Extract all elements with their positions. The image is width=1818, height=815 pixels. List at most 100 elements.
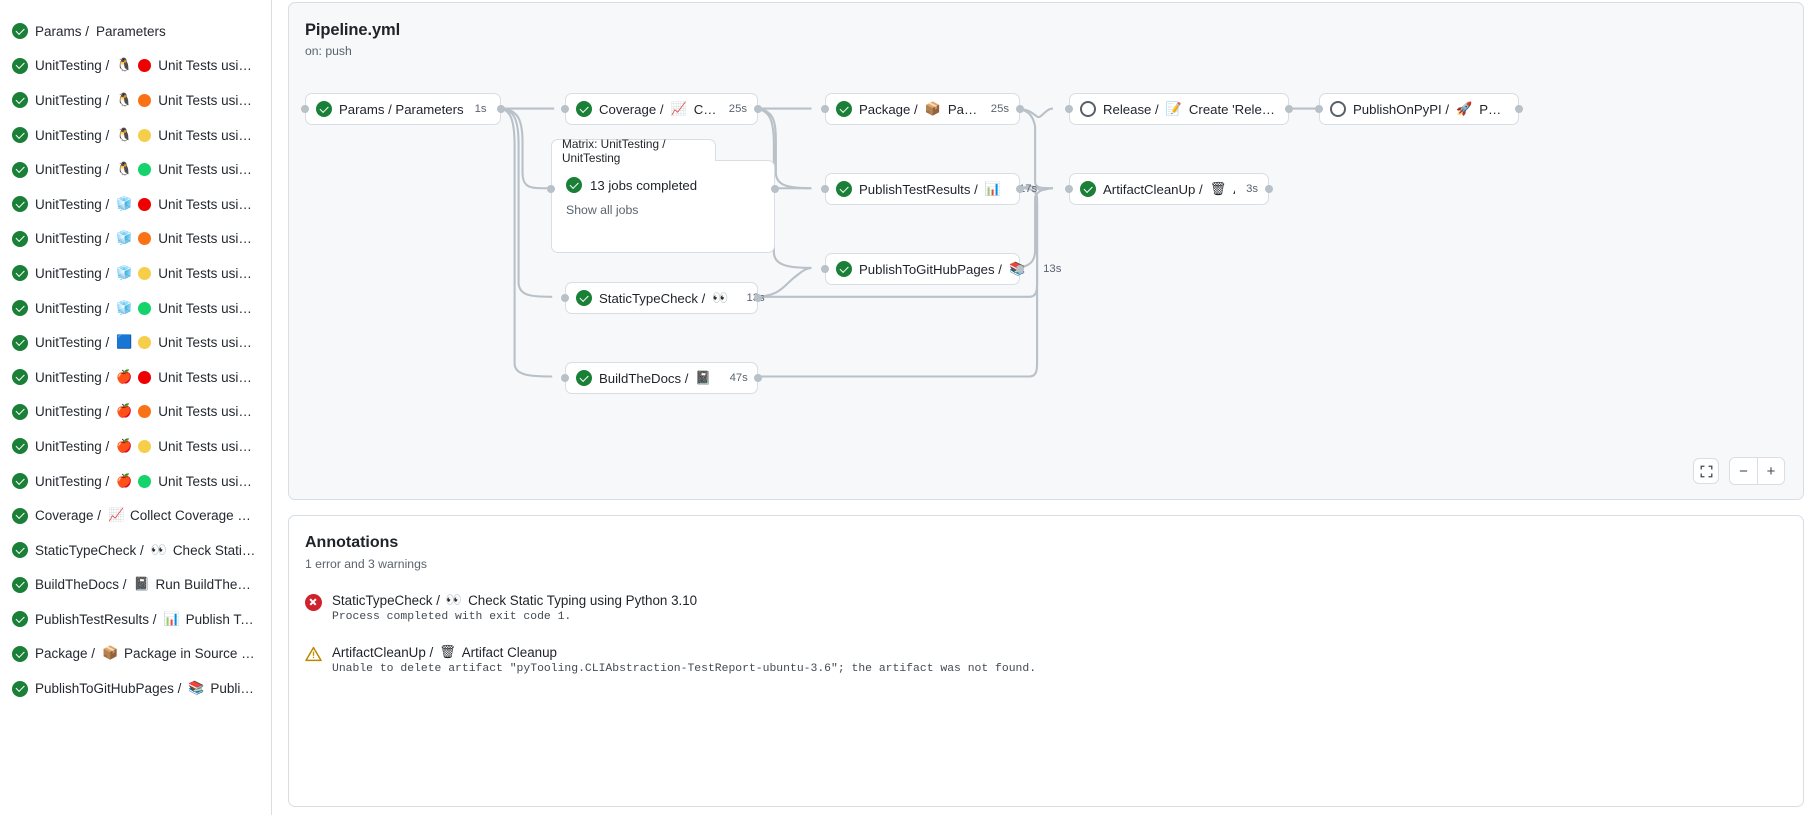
sidebar-job-item[interactable]: BuildTheDocs / 📓Run BuildTheDocs (4, 568, 267, 603)
graph-node-testresults[interactable]: PublishTestResults / 📊Pu...17s (825, 173, 1037, 205)
node-output-port (754, 294, 762, 302)
sidebar-job-label: Unit Tests using Pyth... (158, 404, 259, 420)
annotation-row[interactable]: StaticTypeCheck / 👀Check Static Typing u… (305, 593, 1787, 623)
annotation-job-name: StaticTypeCheck / (332, 593, 440, 608)
node-input-port (821, 185, 829, 193)
sidebar-job-prefix: UnitTesting / (35, 369, 110, 385)
sidebar-job-item[interactable]: Params / Parameters (4, 14, 267, 49)
graph-edges (498, 107, 1340, 378)
graph-node-job-name: BuildTheDocs / (599, 370, 689, 386)
os-emoji-icon: 🧊 (116, 265, 133, 281)
os-emoji-icon: 🧊 (116, 300, 133, 316)
success-check-icon (12, 265, 28, 282)
success-check-icon (316, 101, 332, 117)
sidebar-job-item[interactable]: UnitTesting / 🍎Unit Tests using Pyth... (4, 429, 267, 464)
success-check-icon (12, 230, 28, 247)
graph-node-package[interactable]: Package / 📦Package in So...25s (825, 93, 1020, 125)
node-input-port (821, 105, 829, 113)
sidebar-job-label: Unit Tests using Pyth... (158, 58, 259, 74)
graph-node-pypi[interactable]: PublishOnPyPI / 🚀Publish to ... (1319, 93, 1519, 125)
graph-node-statictype[interactable]: StaticTypeCheck / 👀Chec...13s (565, 282, 765, 314)
node-input-port (1065, 185, 1073, 193)
python-version-dot-icon (138, 232, 152, 246)
sidebar-job-prefix: PublishTestResults / (35, 611, 157, 627)
success-check-icon (576, 370, 592, 386)
sidebar-job-item[interactable]: Package / 📦Package in Source and Wh... (4, 637, 267, 672)
sidebar-job-prefix: UnitTesting / (35, 335, 110, 351)
os-emoji-icon: 🧊 (116, 231, 133, 247)
graph-zoom-controls: − + (1693, 457, 1785, 485)
zoom-in-button[interactable]: + (1757, 458, 1784, 484)
sidebar-job-item[interactable]: UnitTesting / 🍎Unit Tests using Pyth... (4, 360, 267, 395)
sidebar-job-label: Unit Tests using Pyth... (158, 231, 259, 247)
sidebar-job-item[interactable]: UnitTesting / 🧊Unit Tests using Pyth... (4, 187, 267, 222)
sidebar-job-item[interactable]: UnitTesting / 🧊Unit Tests using Pyth... (4, 291, 267, 326)
sidebar-job-label: Unit Tests using Pyth... (158, 127, 259, 143)
success-check-icon (12, 161, 28, 178)
graph-node-job-name: Coverage / (599, 101, 664, 117)
sidebar-job-item[interactable]: UnitTesting / 🟦Unit Tests using Pyth... (4, 325, 267, 360)
success-check-icon (576, 290, 592, 306)
graph-node-release[interactable]: Release / 📝Create 'Release P... (1069, 93, 1289, 125)
node-input-port (1065, 105, 1073, 113)
success-check-icon (836, 261, 852, 277)
sidebar-job-item[interactable]: UnitTesting / 🧊Unit Tests using Pyth... (4, 256, 267, 291)
python-version-dot-icon (138, 336, 152, 350)
node-input-port (821, 265, 829, 273)
success-check-icon (12, 403, 28, 420)
sidebar-job-item[interactable]: UnitTesting / 🍎Unit Tests using Pyth... (4, 464, 267, 499)
graph-node-step-name: Artifac... (1233, 182, 1235, 197)
sidebar-job-item[interactable]: UnitTesting / 🐧Unit Tests using Pyth... (4, 118, 267, 153)
node-input-port (561, 374, 569, 382)
graph-node-ghpages[interactable]: PublishToGitHubPages / 📚... 13s (825, 253, 1061, 285)
sidebar-job-item[interactable]: UnitTesting / 🐧Unit Tests using Pyth... (4, 49, 267, 84)
graph-node-coverage[interactable]: Coverage / 📈Collect Cove...25s (565, 93, 758, 125)
annotation-emoji-icon: 👀 (445, 593, 463, 608)
graph-node-step-name: Create 'Release P... (1188, 101, 1278, 117)
sidebar-job-label: Check Static Typing... (172, 542, 259, 558)
graph-node-artifact[interactable]: ArtifactCleanUp / 🗑Artifac...3s (1069, 173, 1269, 205)
os-emoji-icon: 🍎 (116, 438, 133, 454)
node-output-port (1016, 185, 1024, 193)
success-check-icon (12, 57, 28, 74)
sidebar-job-item[interactable]: UnitTesting / 🐧Unit Tests using Pyth... (4, 83, 267, 118)
annotation-body: StaticTypeCheck / 👀Check Static Typing u… (332, 593, 697, 623)
graph-node-job-name: Release / (1103, 101, 1159, 117)
sidebar-job-item[interactable]: PublishToGitHubPages / 📚Publish to G... (4, 671, 267, 706)
sidebar-job-item[interactable]: UnitTesting / 🍎Unit Tests using Pyth... (4, 395, 267, 430)
graph-node-job-name: Params / Parameters (339, 101, 464, 117)
python-version-dot-icon (138, 474, 152, 488)
sidebar-job-item[interactable]: PublishTestResults / 📊Publish Test Resu.… (4, 602, 267, 637)
matrix-summary-row: 13 jobs completed (566, 177, 760, 193)
python-version-dot-icon (138, 405, 152, 419)
success-check-icon (12, 680, 28, 697)
sidebar-job-item[interactable]: Coverage / 📈Collect Coverage Data usi... (4, 498, 267, 533)
sidebar-job-label: Unit Tests using Pyth... (158, 92, 259, 108)
zoom-out-button[interactable]: − (1730, 458, 1757, 484)
sidebar-job-prefix: BuildTheDocs / (35, 577, 127, 593)
success-check-icon (12, 542, 28, 559)
sidebar-job-item[interactable]: UnitTesting / 🐧Unit Tests using Pyth... (4, 152, 267, 187)
node-output-port (754, 105, 762, 113)
show-all-jobs-link[interactable]: Show all jobs (566, 203, 639, 217)
sidebar-job-label: Unit Tests using Pyth... (158, 300, 259, 316)
sidebar-job-prefix: UnitTesting / (35, 58, 110, 74)
success-check-icon (12, 473, 28, 490)
python-version-dot-icon (138, 266, 152, 280)
error-x-icon (305, 594, 322, 611)
graph-node-builddocs[interactable]: BuildTheDocs / 📓Run Buil...47s (565, 362, 758, 394)
os-emoji-icon: 🧊 (116, 196, 133, 212)
fullscreen-icon[interactable] (1693, 458, 1719, 484)
success-check-icon (12, 438, 28, 455)
sidebar-job-prefix: UnitTesting / (35, 438, 110, 454)
node-output-port (1515, 105, 1523, 113)
sidebar-job-item[interactable]: StaticTypeCheck / 👀Check Static Typing..… (4, 533, 267, 568)
success-check-icon (12, 300, 28, 317)
annotation-step-name: Artifact Cleanup (461, 645, 558, 660)
sidebar-job-item[interactable]: UnitTesting / 🧊Unit Tests using Pyth... (4, 222, 267, 257)
node-input-port (561, 294, 569, 302)
graph-node-step-name: Package in So... (947, 101, 980, 117)
